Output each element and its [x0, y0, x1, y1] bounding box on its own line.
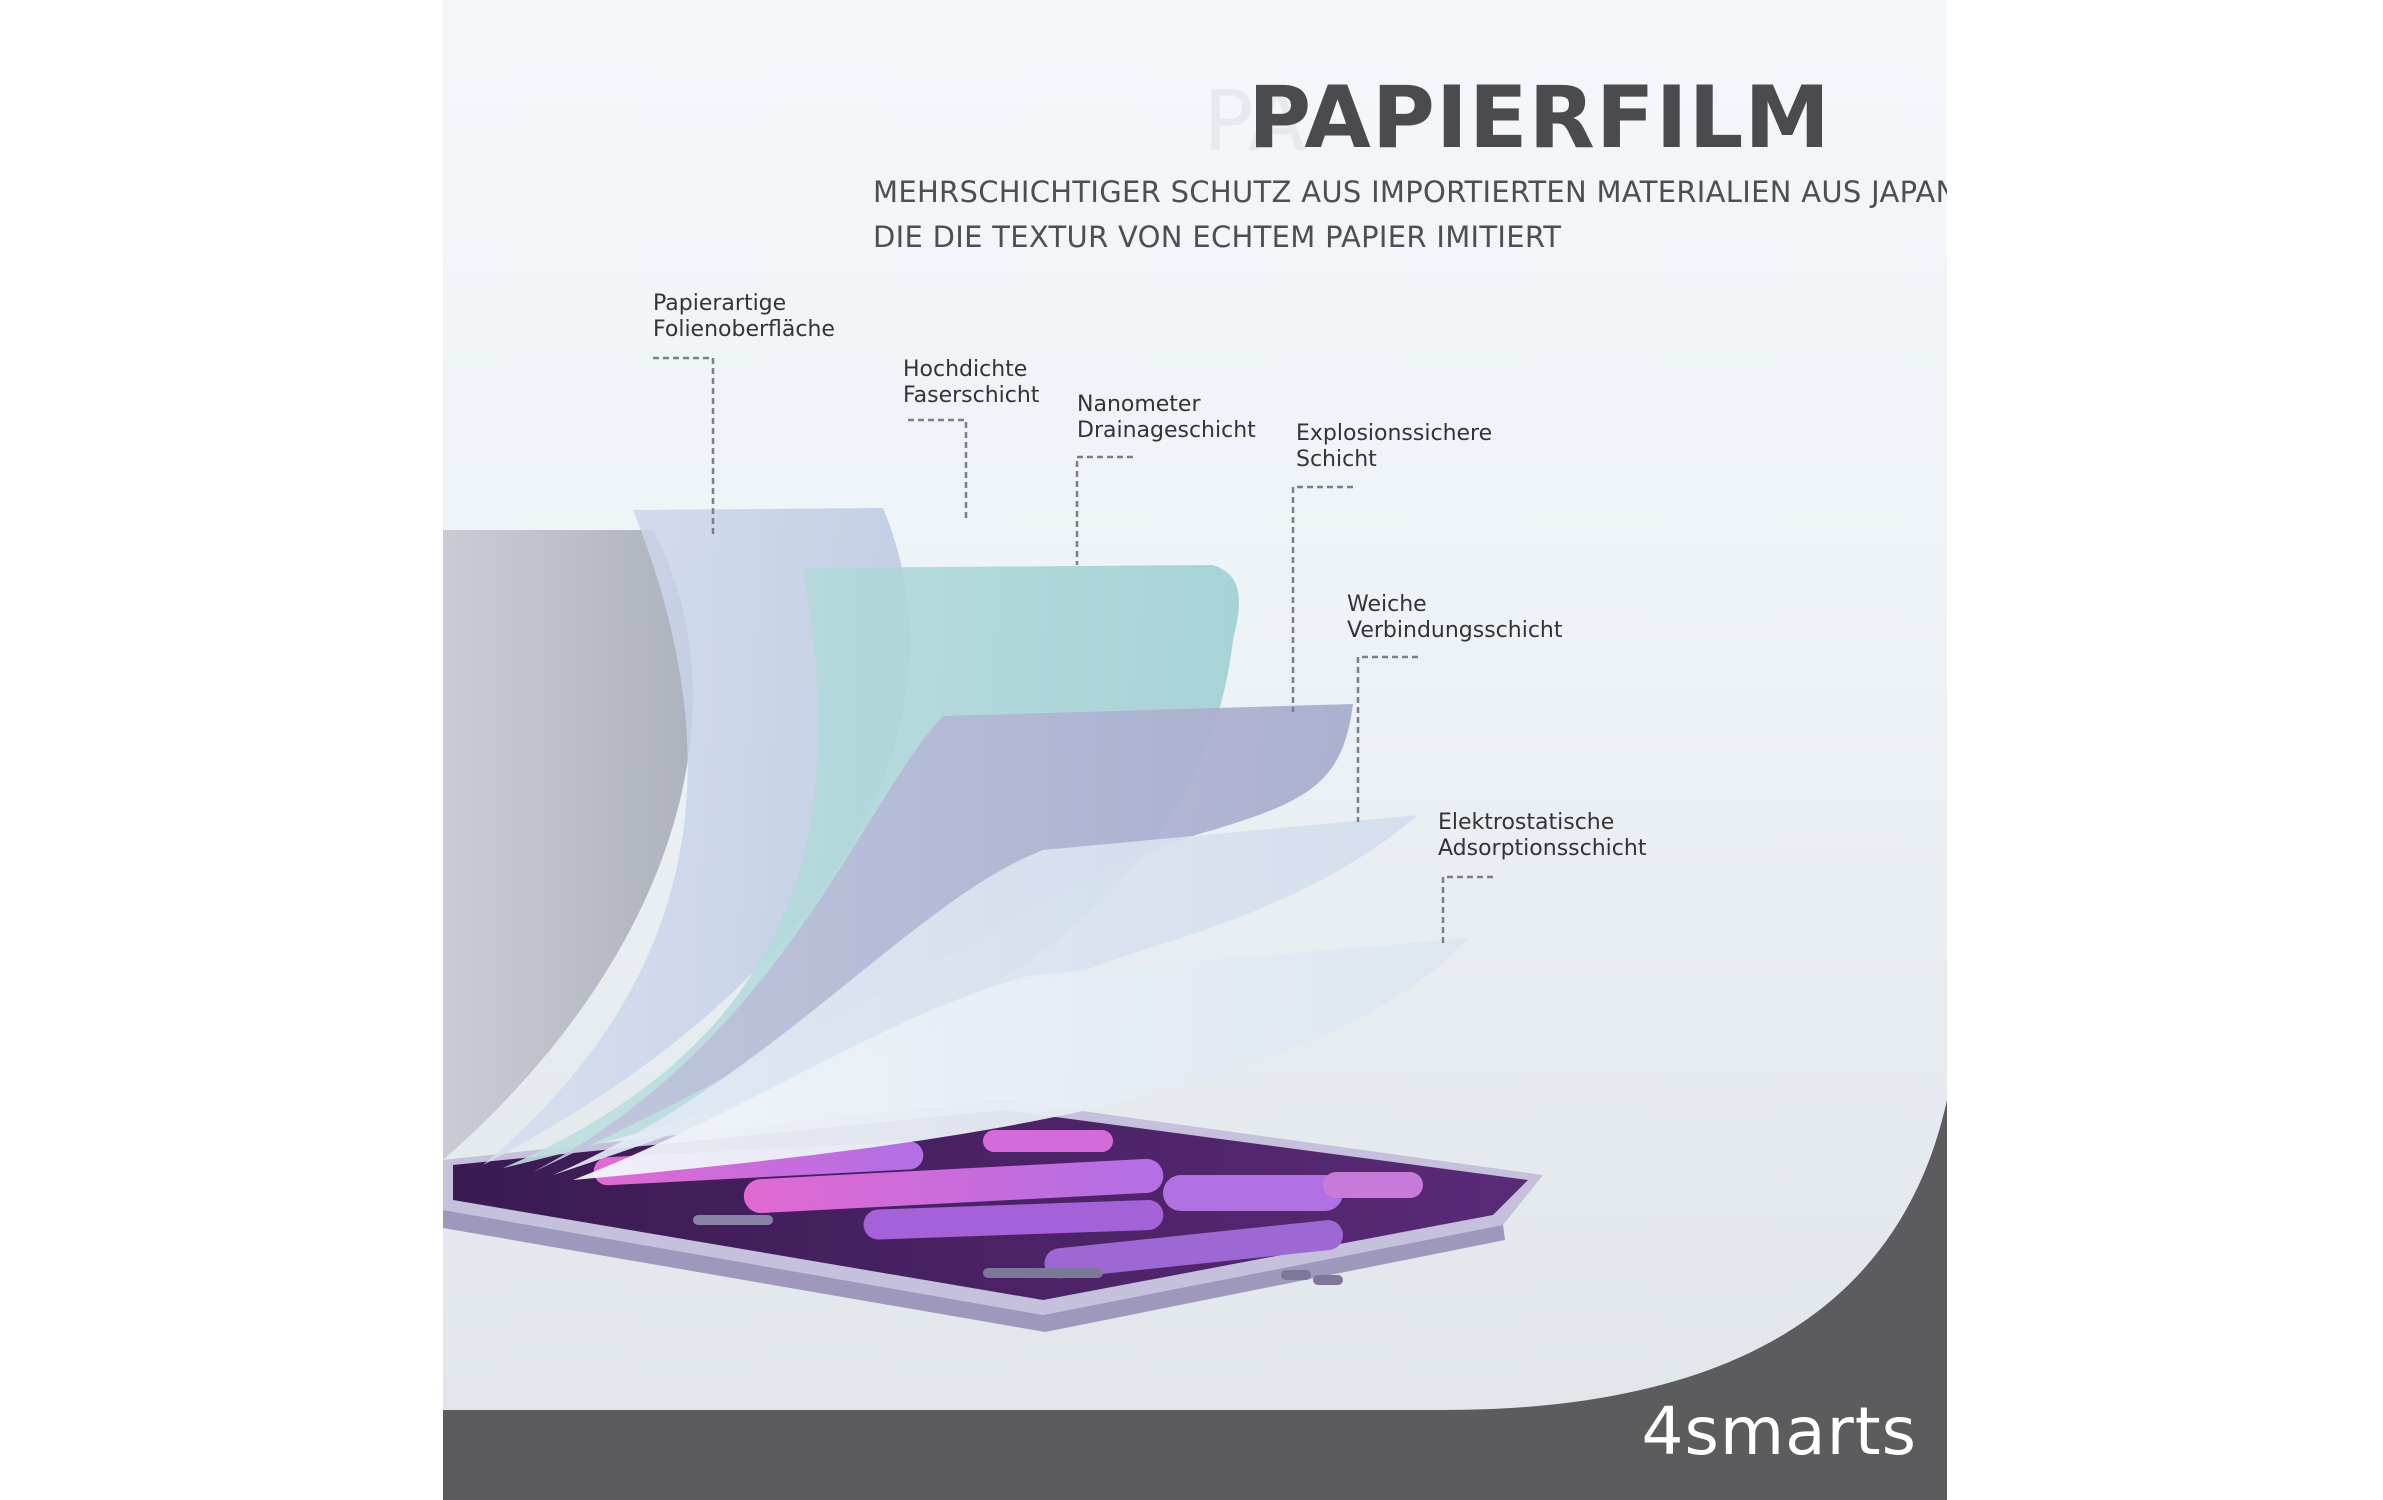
- leader-lines: [653, 356, 1493, 945]
- layer-label-5-line-1: Weiche: [1347, 592, 1427, 617]
- layer-label-2: Hochdichte Faserschicht: [903, 357, 1039, 409]
- layer-label-3-line-1: Nanometer: [1077, 392, 1201, 417]
- layer-label-5: Weiche Verbindungsschicht: [1347, 592, 1563, 644]
- subtitle-line-1: MEHRSCHICHTIGER SCHUTZ AUS IMPORTIERTEN …: [873, 175, 1947, 209]
- layer-label-6: Elektrostatische Adsorptionsschicht: [1438, 810, 1646, 862]
- footer-band: [443, 1100, 1947, 1500]
- layer-label-1-line-2: Folienoberfläche: [653, 317, 835, 342]
- layer-illustration: PA: [443, 72, 1947, 1500]
- layer-label-6-line-2: Adsorptionsschicht: [1438, 836, 1647, 861]
- brand-logo: 4smarts: [1641, 1393, 1917, 1470]
- product-image: PA: [443, 0, 1947, 1500]
- layer-label-2-line-2: Faserschicht: [903, 383, 1040, 408]
- layer-2-shape: [483, 508, 910, 1165]
- layer-label-1: Papierartige Folienoberfläche: [653, 291, 835, 343]
- layer-label-3-line-2: Drainageschicht: [1077, 418, 1256, 443]
- subtitle-line-2: DIE DIE TEXTUR VON ECHTEM PAPIER IMITIER…: [873, 220, 1562, 254]
- layer-6-shape: [573, 938, 1468, 1180]
- page-title: PAPIERFILM: [1248, 68, 1831, 168]
- layer-label-2-line-1: Hochdichte: [903, 357, 1028, 382]
- layer-label-4: Explosionssichere Schicht: [1296, 421, 1492, 473]
- layer-label-4-line-1: Explosionssichere: [1296, 421, 1493, 446]
- layer-label-4-line-2: Schicht: [1296, 447, 1377, 472]
- page-subtitle: MEHRSCHICHTIGER SCHUTZ AUS IMPORTIERTEN …: [873, 170, 1947, 260]
- layer-label-5-line-2: Verbindungsschicht: [1347, 618, 1563, 643]
- layer-1-shape: [443, 530, 693, 1160]
- layer-label-3: Nanometer Drainageschicht: [1077, 392, 1256, 444]
- layer-label-1-line-1: Papierartige: [653, 291, 787, 316]
- ghost-title: PA: [1203, 72, 1306, 170]
- layer-label-6-line-1: Elektrostatische: [1438, 810, 1615, 835]
